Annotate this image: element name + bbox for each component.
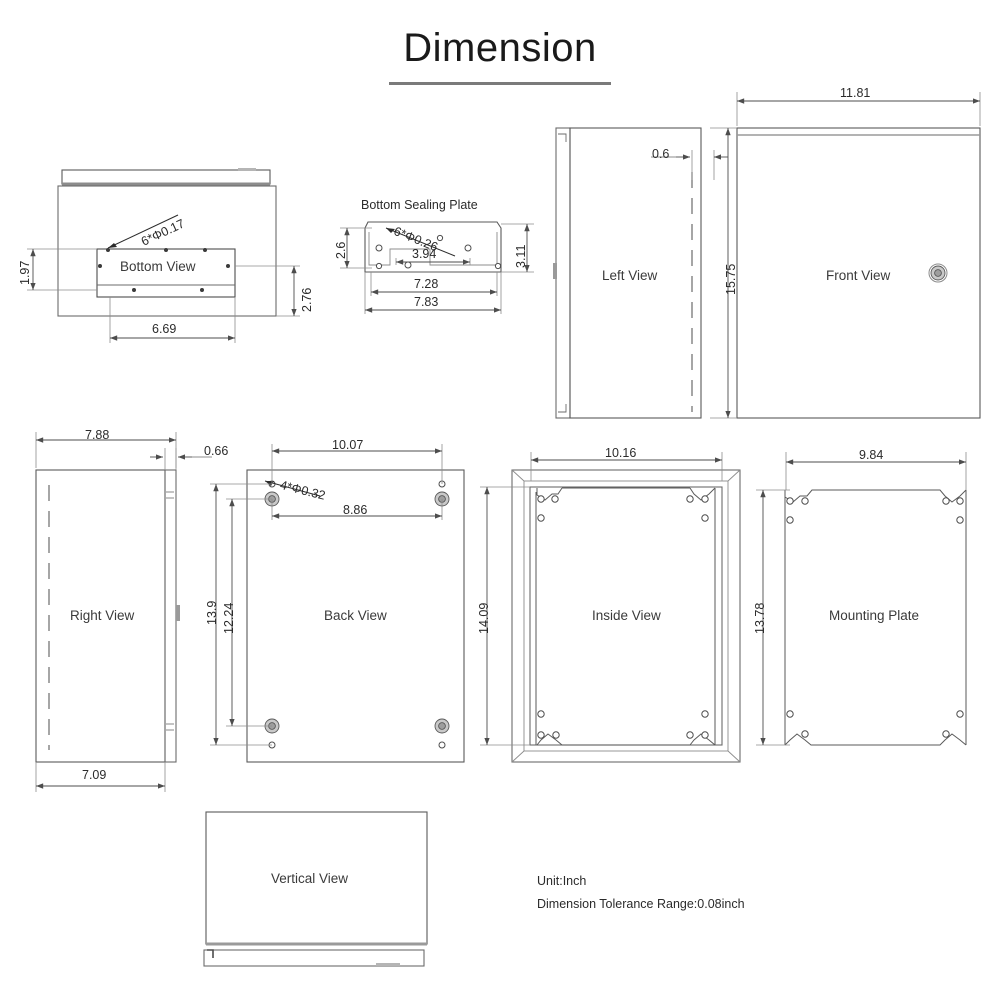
vertical-view-geometry — [203, 811, 428, 967]
view-label-inside-view: Inside View — [592, 608, 661, 623]
dim-sealing-plate-mid-span: 7.28 — [414, 277, 439, 291]
note-unit: Unit:Inch — [537, 874, 587, 888]
dim-right-view-bottom-width: 7.09 — [82, 768, 107, 782]
bottom-view-geometry — [27, 168, 300, 343]
view-label-mounting-plate: Mounting Plate — [829, 608, 920, 623]
dim-bottom-view-height-left: 1.97 — [18, 260, 32, 285]
dim-mounting-plate-width: 9.84 — [859, 448, 884, 462]
note-tolerance: Dimension Tolerance Range:0.08inch — [537, 897, 745, 911]
dim-inside-view-width: 10.16 — [605, 446, 637, 460]
view-label-front-view: Front View — [826, 268, 891, 283]
view-label-bottom-view: Bottom View — [120, 259, 196, 274]
dim-bottom-view-width: 6.69 — [152, 322, 177, 336]
dim-mounting-plate-height: 13.78 — [753, 602, 767, 634]
title-underline — [389, 82, 611, 85]
dim-sealing-plate-right-height: 3.11 — [514, 244, 528, 268]
page-title: Dimension — [403, 26, 597, 70]
dim-right-view-flange: 0.66 — [204, 444, 229, 458]
dim-sealing-plate-left-height: 2.6 — [334, 241, 348, 259]
front-view-geometry — [710, 92, 981, 419]
label-bottom-sealing-plate: Bottom Sealing Plate — [361, 198, 478, 212]
dim-sealing-plate-inner-span: 3.94 — [412, 247, 437, 261]
left-view-geometry — [553, 127, 728, 419]
view-label-right-view: Right View — [70, 608, 135, 623]
dim-sealing-plate-outer-width: 7.83 — [414, 295, 439, 309]
dim-front-view-height: 15.75 — [724, 263, 738, 295]
mounting-plate-geometry — [756, 452, 967, 746]
dim-bottom-view-depth-right: 2.76 — [300, 287, 314, 312]
dim-back-view-height-outer: 13.9 — [205, 600, 219, 625]
view-label-left-view: Left View — [602, 268, 658, 283]
dim-back-view-hole-span: 8.86 — [343, 503, 368, 517]
dim-left-view-flange: 0.6 — [652, 147, 670, 161]
bottom-sealing-plate-geometry — [340, 221, 534, 314]
dim-inside-view-height: 14.09 — [477, 602, 491, 634]
back-view-geometry — [210, 444, 465, 763]
inside-view-geometry — [480, 452, 741, 763]
view-label-back-view: Back View — [324, 608, 387, 623]
dim-right-view-top-width: 7.88 — [85, 428, 110, 442]
right-view-geometry — [35, 432, 212, 792]
view-label-vertical-view: Vertical View — [271, 871, 349, 886]
dim-back-view-height-inner: 12.24 — [222, 602, 236, 634]
dim-back-view-top-width: 10.07 — [332, 438, 364, 452]
dim-front-view-width: 11.81 — [840, 86, 871, 100]
